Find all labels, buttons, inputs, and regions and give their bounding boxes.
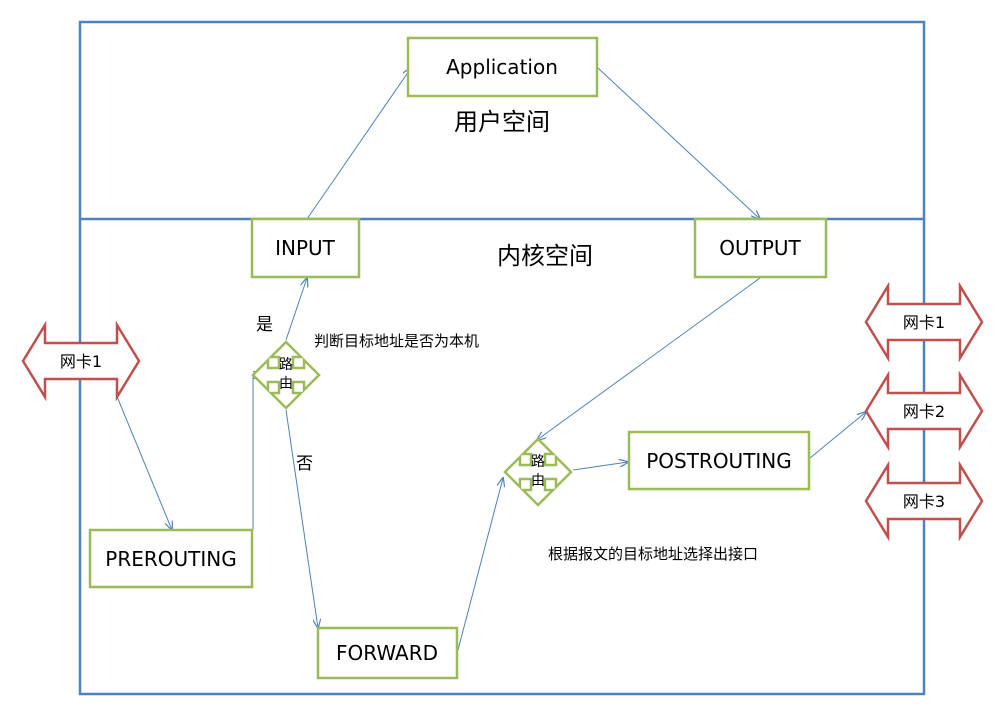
postrouting-label: POSTROUTING bbox=[646, 449, 792, 473]
double-arrow-icon bbox=[864, 460, 984, 542]
router-2-char2: 由 bbox=[531, 473, 545, 489]
yes-label: 是 bbox=[256, 315, 273, 335]
input-label: INPUT bbox=[275, 236, 336, 260]
arrow-output-to-route2 bbox=[537, 277, 761, 440]
router-2-char1: 路 bbox=[531, 454, 545, 470]
arrow-forward-to-route2 bbox=[457, 478, 503, 651]
arrow-route1-to-forward bbox=[285, 409, 318, 628]
nic-right-3: 网卡3 bbox=[864, 460, 984, 542]
double-arrow-icon bbox=[864, 370, 984, 452]
arrow-nic-left-to-prerouting bbox=[115, 393, 172, 530]
user-space-label: 用户空间 bbox=[454, 108, 550, 136]
application-label: Application bbox=[446, 55, 558, 79]
node-output: OUTPUT bbox=[693, 217, 828, 279]
node-postrouting: POSTROUTING bbox=[627, 430, 811, 491]
arrow-application-to-output bbox=[597, 67, 760, 219]
router-1-char2: 由 bbox=[279, 376, 293, 392]
nic-right-3-label: 网卡3 bbox=[903, 492, 945, 511]
four-way-arrow-icon bbox=[251, 340, 321, 410]
router-1-char1: 路 bbox=[279, 357, 293, 373]
arrows bbox=[115, 67, 866, 651]
node-application: Application bbox=[406, 36, 599, 98]
nic-left-label: 网卡1 bbox=[60, 352, 102, 371]
output-label: OUTPUT bbox=[719, 236, 801, 260]
forward-label: FORWARD bbox=[336, 641, 438, 665]
arrow-route2-to-postrouting bbox=[572, 462, 628, 471]
double-arrow-icon bbox=[21, 320, 141, 402]
nic-right-1-label: 网卡1 bbox=[903, 313, 945, 332]
nic-right-2-label: 网卡2 bbox=[903, 402, 945, 421]
kernel-space-label: 内核空间 bbox=[497, 242, 593, 270]
no-label: 否 bbox=[296, 454, 313, 474]
nic-right-2: 网卡2 bbox=[864, 370, 984, 452]
arrow-route1-to-input bbox=[285, 278, 307, 341]
arrow-prerouting-to-route1 bbox=[252, 375, 262, 530]
node-prerouting: PREROUTING bbox=[88, 528, 254, 589]
router-1: 路 由 bbox=[251, 340, 321, 410]
nic-left: 网卡1 bbox=[21, 320, 141, 402]
arrow-input-to-application bbox=[306, 68, 411, 220]
prerouting-label: PREROUTING bbox=[105, 547, 236, 571]
decision-label: 判断目标地址是否为本机 bbox=[314, 332, 479, 350]
select-interface-label: 根据报文的目标地址选择出接口 bbox=[548, 545, 758, 563]
node-input: INPUT bbox=[250, 217, 361, 279]
double-arrow-icon bbox=[864, 281, 984, 363]
node-forward: FORWARD bbox=[316, 626, 459, 680]
arrow-postrouting-to-nic2 bbox=[809, 412, 866, 459]
nic-right-1: 网卡1 bbox=[864, 281, 984, 363]
four-way-arrow-icon bbox=[503, 437, 573, 507]
router-2: 路 由 bbox=[503, 437, 573, 507]
